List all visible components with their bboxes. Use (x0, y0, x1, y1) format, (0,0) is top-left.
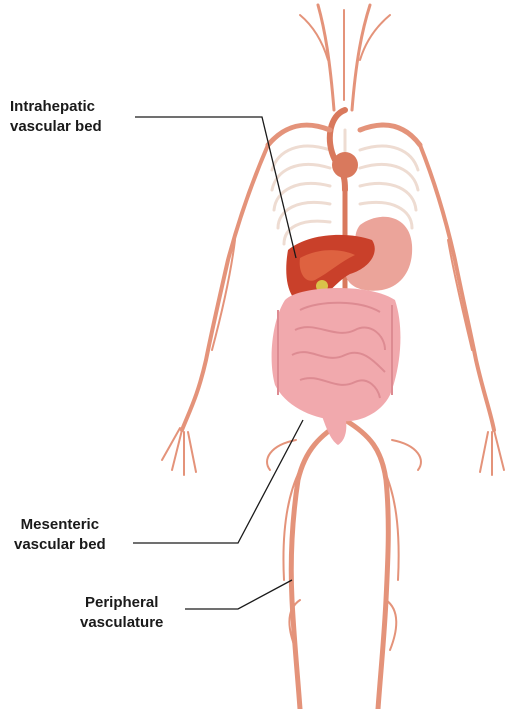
intestines (272, 288, 401, 445)
intrahepatic-vascular-bed-label: Intrahepatic vascular bed (10, 97, 102, 137)
peripheral-vasculature-label: Peripheral vasculature (80, 593, 163, 633)
mesenteric-leader-line (133, 420, 303, 543)
peripheral-leader-line (185, 580, 292, 609)
mesenteric-vascular-bed-label: Mesenteric vascular bed (14, 515, 106, 555)
